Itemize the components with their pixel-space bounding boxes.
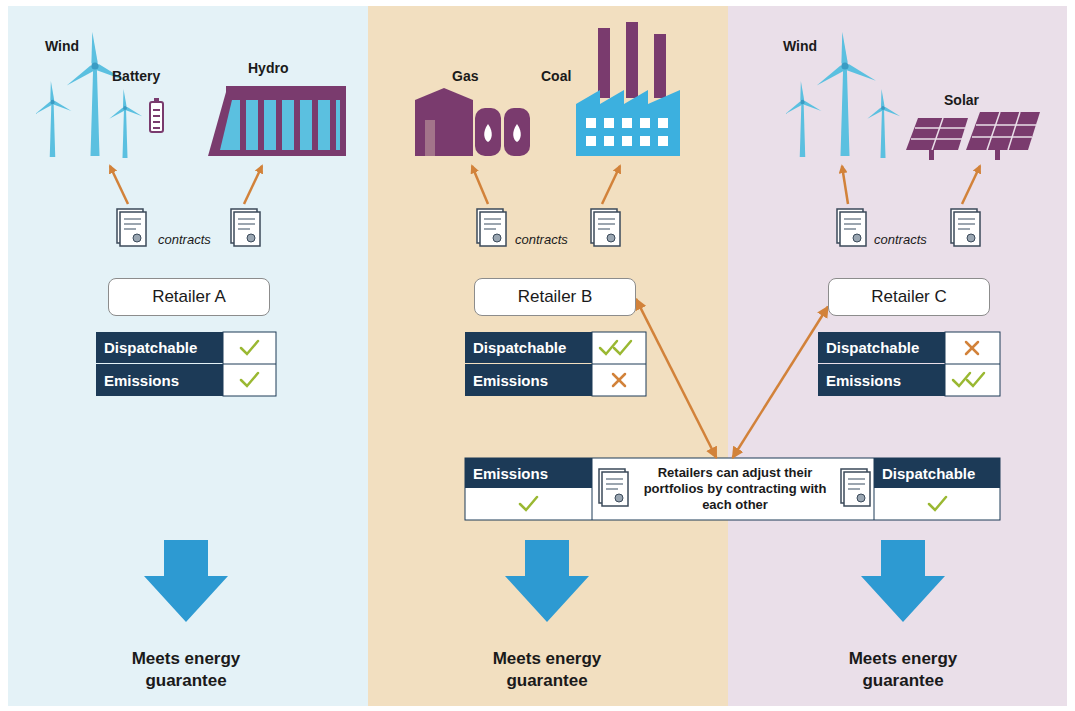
box-label: Retailer A — [152, 287, 226, 307]
cell-label: Dispatchable — [882, 465, 975, 482]
cell-label: Dispatchable — [104, 339, 197, 356]
table-header-cell: Dispatchable — [874, 458, 1000, 488]
outcome-text: Meets energy guarantee — [101, 648, 271, 692]
icon-label: Wind — [783, 38, 817, 54]
contract-arrow — [636, 299, 716, 458]
cell-label: Dispatchable — [826, 339, 919, 356]
table-header-cell: Dispatchable — [465, 332, 592, 363]
cell-label: Emissions — [826, 372, 901, 389]
contract-arrow — [733, 307, 829, 459]
outcome-text: Meets energy guarantee — [818, 648, 988, 692]
icon-label: Battery — [112, 68, 160, 84]
retailer-box: Retailer A — [108, 278, 270, 316]
contracts-label: contracts — [158, 232, 211, 247]
icon-label: Gas — [452, 68, 478, 84]
cell-label: Emissions — [104, 372, 179, 389]
table-header-cell: Dispatchable — [96, 332, 223, 363]
contracting-box: Retailers can adjust their portfolios by… — [465, 458, 1000, 520]
icon-label: Wind — [45, 38, 79, 54]
cell-label: Emissions — [473, 372, 548, 389]
icon-label: Solar — [944, 92, 979, 108]
cell-label: Dispatchable — [473, 339, 566, 356]
box-label: Retailer B — [518, 287, 593, 307]
contracts-label: contracts — [515, 232, 568, 247]
outcome-text: Meets energy guarantee — [462, 648, 632, 692]
table-header-cell: Emissions — [465, 458, 592, 488]
table-header-cell: Emissions — [96, 364, 223, 396]
cell-label: Emissions — [473, 465, 548, 482]
retailer-box: Retailer B — [474, 278, 636, 316]
table-header-cell: Dispatchable — [818, 332, 945, 363]
contracts-label: contracts — [874, 232, 927, 247]
icon-label: Hydro — [248, 60, 288, 76]
table-header-cell: Emissions — [465, 364, 592, 396]
box-text: Retailers can adjust their portfolios by… — [630, 465, 840, 513]
retailer-box: Retailer C — [828, 278, 990, 316]
table-header-cell: Emissions — [818, 364, 945, 396]
icon-label: Coal — [541, 68, 571, 84]
box-label: Retailer C — [871, 287, 947, 307]
